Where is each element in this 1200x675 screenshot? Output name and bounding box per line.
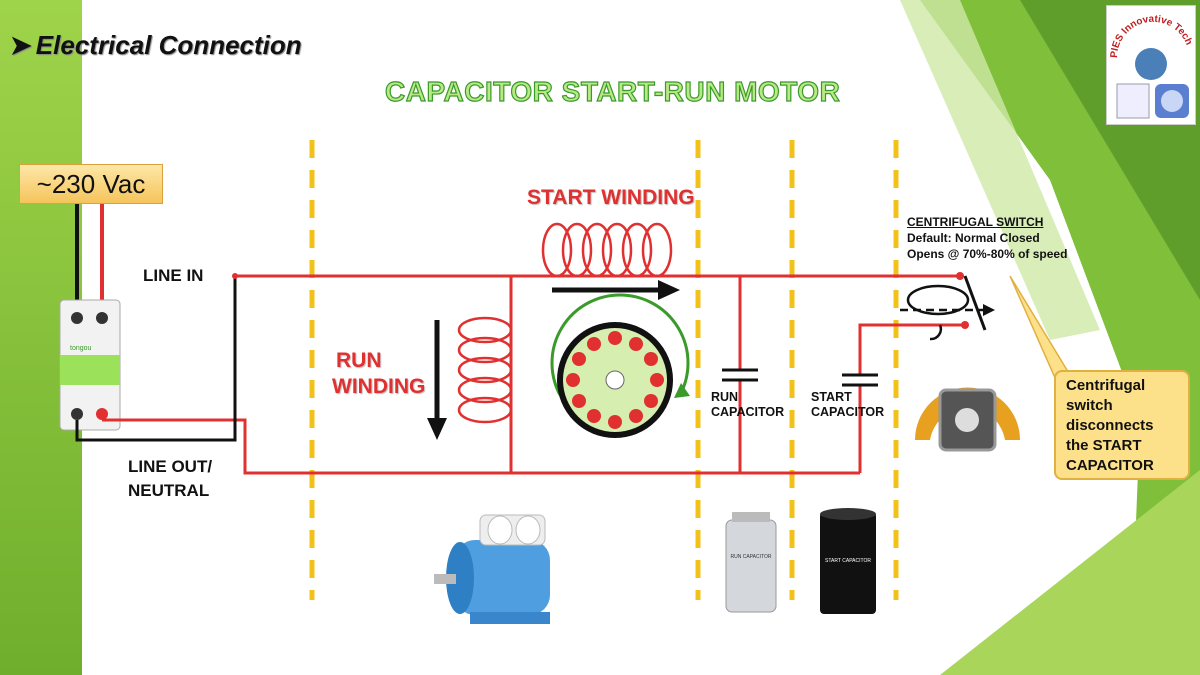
diagram-title: CAPACITOR START-RUN MOTOR	[384, 75, 841, 107]
start-capacitor-symbol	[842, 373, 878, 387]
black-wires	[75, 276, 237, 442]
run-winding-label-1: RUN	[336, 349, 382, 372]
centrifugal-switch-info: CENTRIFUGAL SWITCH Default: Normal Close…	[907, 214, 1067, 262]
callout-line: CAPACITOR	[1066, 457, 1154, 474]
section-dividers	[309, 140, 899, 600]
company-logo: PIES Innovative Tech	[1106, 5, 1196, 125]
line-out-label: LINE OUT/	[128, 457, 213, 476]
callout-line: the START	[1066, 437, 1142, 454]
callout-line: Centrifugal	[1066, 377, 1146, 394]
run-capacitor-photo: RUN CAPACITOR	[725, 512, 777, 613]
run-winding-coil	[457, 316, 513, 424]
run-capacitor-label-1: RUN	[711, 390, 739, 404]
callout-line: switch	[1066, 397, 1113, 414]
run-capacitor-label-2: CAPACITOR	[711, 405, 785, 419]
breaker-brand: tongou	[70, 345, 92, 352]
circuit-breaker: tongou	[59, 204, 121, 431]
neutral-label: NEUTRAL	[128, 481, 210, 500]
voltage-label: ~230 Vac	[19, 164, 163, 204]
run-can-text: RUN CAPACITOR	[731, 554, 772, 560]
run-capacitor-symbol	[722, 368, 758, 382]
red-wires	[102, 274, 965, 475]
start-capacitor-photo: START CAPACITOR	[820, 508, 876, 614]
cs-default: Default: Normal Closed	[907, 231, 1040, 245]
motor-illustration	[434, 514, 550, 624]
arrow-bullet-icon: ➤	[10, 30, 32, 60]
callout-line: disconnects	[1066, 417, 1154, 434]
centrifugal-switch-photo	[905, 350, 1030, 465]
line-in-label: LINE IN	[143, 266, 204, 285]
heading-text: Electrical Connection	[35, 30, 302, 60]
switch-callout: Centrifugal switch disconnects the START…	[1054, 370, 1190, 480]
run-winding-arrow	[427, 320, 447, 440]
start-can-text: START CAPACITOR	[825, 558, 871, 564]
section-heading: ➤Electrical Connection	[10, 30, 302, 61]
start-winding-label: START WINDING	[527, 186, 695, 209]
centrifugal-switch-symbol	[900, 275, 995, 341]
rotor-symbol	[550, 293, 690, 438]
start-winding-arrow	[552, 280, 680, 300]
start-capacitor-label-2: CAPACITOR	[811, 405, 885, 419]
cs-title: CENTRIFUGAL SWITCH	[907, 215, 1044, 229]
start-winding-coil	[541, 222, 673, 278]
start-capacitor-label-1: START	[811, 390, 852, 404]
cs-opens: Opens @ 70%-80% of speed	[907, 247, 1068, 261]
run-winding-label-2: WINDING	[332, 375, 426, 398]
